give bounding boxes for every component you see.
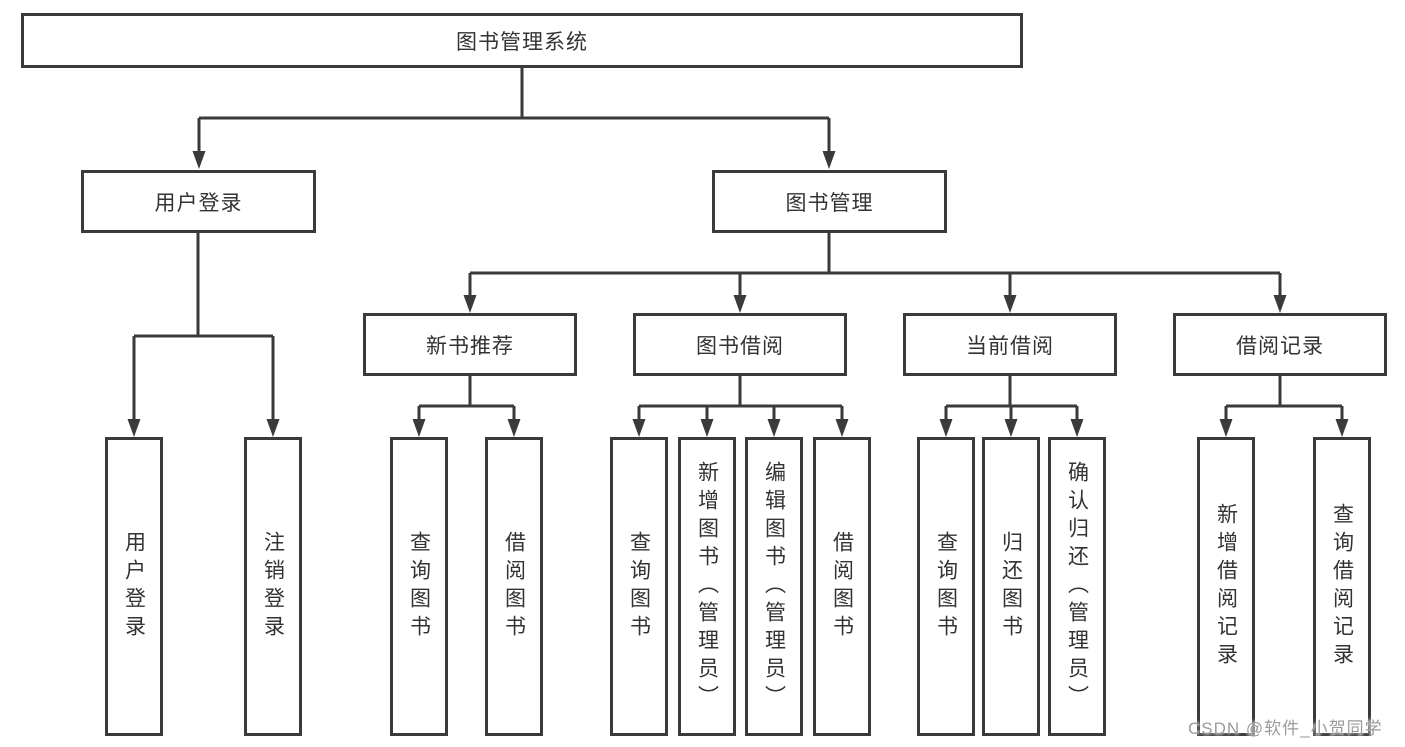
node-book-borrowing: 图书借阅	[633, 313, 847, 376]
leaf-query-books-recommend: 查询图书	[390, 437, 448, 736]
leaf-edit-books-admin: 编辑图书（管理员）	[745, 437, 803, 736]
leaf-user-login: 用户登录	[105, 437, 163, 736]
leaf-borrow-books-recommend: 借阅图书	[485, 437, 543, 736]
node-current-borrowing: 当前借阅	[903, 313, 1117, 376]
leaf-logout: 注销登录	[244, 437, 302, 736]
node-borrowing-records: 借阅记录	[1173, 313, 1387, 376]
csdn-watermark: CSDN @软件_小贺同学	[1188, 719, 1383, 738]
node-new-book-recommendation: 新书推荐	[363, 313, 577, 376]
leaf-query-books-current: 查询图书	[917, 437, 975, 736]
leaf-add-books-admin: 新增图书（管理员）	[678, 437, 736, 736]
leaf-query-books-borrow: 查询图书	[610, 437, 668, 736]
leaf-confirm-return-admin: 确认归还（管理员）	[1048, 437, 1106, 736]
leaf-add-borrow-record: 新增借阅记录	[1197, 437, 1255, 736]
leaf-return-books: 归还图书	[982, 437, 1040, 736]
leaf-borrow-books: 借阅图书	[813, 437, 871, 736]
leaf-query-borrow-record: 查询借阅记录	[1313, 437, 1371, 736]
node-root-library-system: 图书管理系统	[21, 13, 1023, 68]
node-user-login: 用户登录	[81, 170, 316, 233]
node-book-management: 图书管理	[712, 170, 947, 233]
